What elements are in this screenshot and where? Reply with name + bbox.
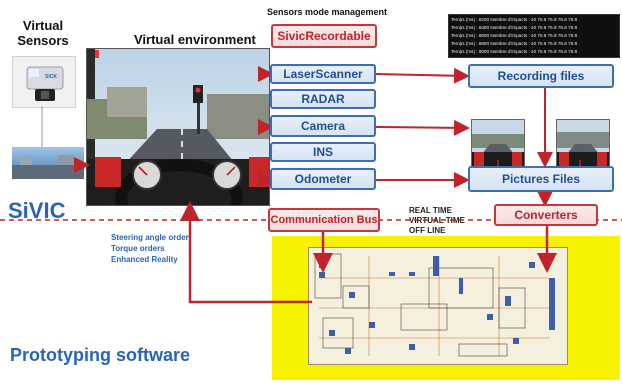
laserscanner-node: LaserScanner [270,64,376,84]
enhanced-reality-label: Enhanced Reality [111,255,178,264]
recording-row: Temps (ms) : 9000 Nombre d'impacts : 40 … [451,49,577,54]
recording-row: Temps (ms) : 8800 Nombre d'impacts : 40 … [451,41,577,46]
pictures-files-node: Pictures Files [468,166,614,192]
arrow-laser-to-recording [375,67,470,84]
control-notes: Steering angle order Torque orders Enhan… [111,232,189,265]
picture-thumbnail-2 [556,119,610,167]
camera-node: Camera [270,115,376,137]
sensors-mode-management-label: Sensors mode management [267,7,388,17]
communication-bus-node: Communication Bus [268,208,380,232]
recording-row: Temps (ms) : 8400 Nombre d'impacts : 40 … [451,25,577,30]
sivic-label: SiVIC [8,198,66,223]
torque-orders-label: Torque orders [111,244,165,253]
recording-row: Temps (ms) : 8200 Nombre d'impacts : 40 … [451,17,577,22]
ins-node: INS [270,142,376,162]
lidar-sensor-image: SICK [12,56,76,108]
virtual-environment-label: Virtual environment [134,32,256,47]
steering-angle-label: Steering angle order [111,233,189,242]
recording-row: Temps (ms) : 8600 Nombre d'impacts : 40 … [451,33,577,38]
svg-text:SICK: SICK [45,74,57,80]
arrow-camera-to-pictures [375,119,470,136]
camera-view-thumbnail [12,147,84,179]
prototyping-software-label: Prototyping software [10,345,191,365]
arrow-proto-feedback [180,201,312,304]
sivic-recordable-node: SivicRecordable [271,24,377,48]
recording-data-table: Temps (ms) : 8200 Nombre d'impacts : 40 … [448,14,620,58]
off-line-label: OFF LINE [409,226,446,235]
radar-node: RADAR [270,89,376,109]
converters-node: Converters [494,204,598,226]
prototyping-block-diagram [308,247,568,365]
real-time-label: REAL TIME [409,206,452,215]
virtual-sensors-label: Virtual Sensors [17,18,69,48]
odometer-node: Odometer [270,168,376,190]
recording-files-node: Recording files [468,64,614,88]
